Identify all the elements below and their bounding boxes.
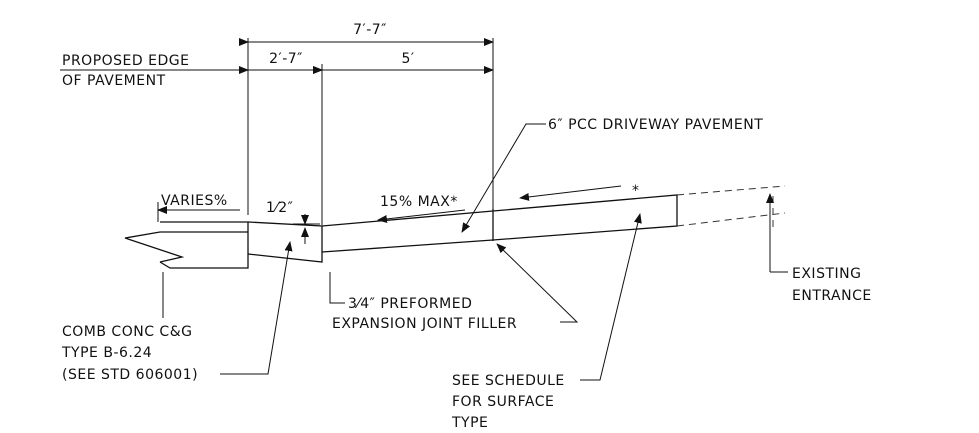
asterisk-label: * [632, 183, 640, 199]
pavement-label: 6″ PCC DRIVEWAY PAVEMENT [548, 117, 763, 133]
driveway-slabs [321, 194, 678, 253]
slope-arrow [377, 209, 466, 223]
schedule-label-line3: TYPE [451, 415, 488, 431]
curb-gutter-section [124, 221, 323, 269]
surface-arrow [519, 185, 622, 201]
existing-label-line1: EXISTING [792, 266, 861, 282]
dim-right-label: 5′ [401, 51, 414, 67]
dim-left-label: 2′-7″ [269, 51, 303, 67]
dimension-lines [60, 38, 494, 74]
edge-label-line1: PROPOSED EDGE [62, 53, 189, 69]
edge-label-line2: OF PAVEMENT [62, 73, 166, 89]
dim-total-label: 7′-7″ [353, 22, 387, 38]
existing-label-line2: ENTRANCE [792, 288, 872, 304]
joint-label-line1: 3⁄4″ PREFORMED [348, 296, 472, 312]
curb-label-line2: TYPE B-6.24 [61, 345, 152, 361]
joint-dimension [293, 214, 320, 244]
varies-label: VARIES% [161, 193, 228, 209]
joint-label-line2: EXPANSION JOINT FILLER [332, 316, 517, 332]
curb-label-line3: (SEE STD 606001) [62, 367, 198, 383]
schedule-label-line2: FOR SURFACE [452, 394, 554, 410]
curb-label-line1: COMB CONC C&G [62, 324, 192, 340]
existing-entrance [676, 185, 786, 232]
leaders [162, 123, 788, 381]
slope-label: 15% MAX* [380, 194, 458, 210]
schedule-label-line1: SEE SCHEDULE [452, 373, 565, 389]
joint-dimension-label: 1⁄2″ [266, 200, 293, 216]
